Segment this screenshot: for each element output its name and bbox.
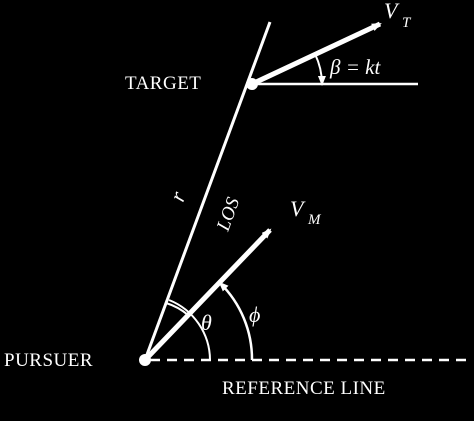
beta-equation-label: β = kt: [329, 55, 381, 79]
v-missile-symbol: V: [290, 196, 306, 221]
theta-label: θ: [201, 310, 212, 335]
theta-angle-arc: [168, 299, 211, 361]
phi-label: ϕ: [249, 302, 260, 327]
pursuer-point: [139, 354, 151, 366]
beta-angle-arc: [314, 53, 326, 86]
los-label: LOS: [213, 194, 245, 234]
reference-line-label: REFERENCE LINE: [222, 378, 386, 399]
v-target-subscript: T: [402, 15, 412, 31]
target-label: TARGET: [125, 73, 201, 94]
range-label: r: [164, 188, 191, 205]
target-point: [246, 78, 258, 90]
phi-angle-arc: [218, 281, 254, 361]
v-missile-subscript: M: [307, 212, 322, 228]
los-vm-angle-arc: [165, 302, 189, 316]
pursuer-velocity-vector: [143, 228, 272, 362]
pursuer-label: PURSUER: [4, 350, 93, 371]
v-target-symbol: V: [384, 0, 400, 23]
